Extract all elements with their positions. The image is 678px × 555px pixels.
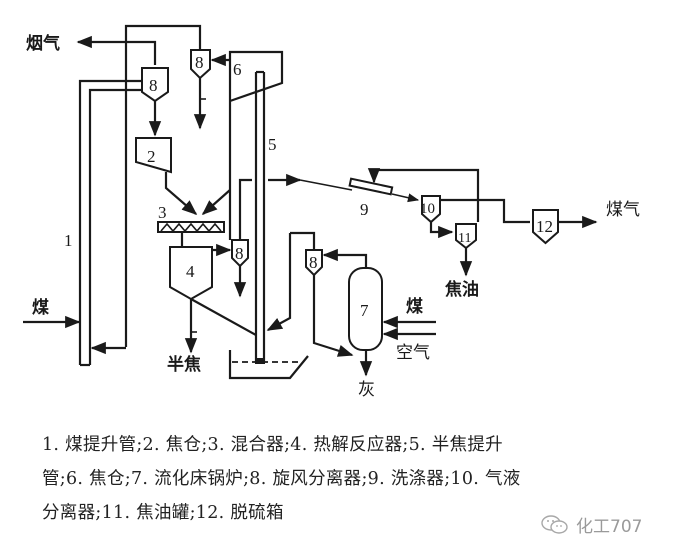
label-num-8c: 8 — [235, 244, 244, 263]
separator-to-desulfurizer-line — [440, 198, 530, 224]
cyclone-to-boiler-bottom-line — [312, 275, 354, 357]
cyclone-8-reactor — [231, 239, 249, 268]
gas-liquid-separator-10 — [421, 195, 441, 224]
label-num-2: 2 — [147, 147, 156, 166]
desulfurizer-12 — [532, 209, 559, 245]
cyclone-8-top-mid — [190, 49, 211, 80]
label-num-1: 1 — [64, 231, 73, 250]
recycle-loop-line — [367, 168, 480, 222]
label-num-4: 4 — [186, 262, 195, 281]
coke-bin-2 — [135, 137, 172, 174]
boiler-cyclone-top-line — [290, 231, 316, 250]
scrubber-to-separator-line — [391, 193, 420, 203]
label-num-6: 6 — [233, 60, 242, 79]
label-num-8a: 8 — [149, 76, 158, 95]
bin6-to-mixer-line — [201, 189, 231, 216]
cyclone-8-top-left — [141, 67, 169, 103]
tar-tank-11 — [455, 223, 477, 250]
label-semi-coke: 半焦 — [167, 354, 201, 375]
label-num-7: 7 — [360, 301, 369, 320]
label-air: 空气 — [396, 343, 430, 363]
coal-riser-1 — [78, 79, 142, 367]
label-coal-left: 煤 — [32, 297, 49, 318]
legend-line: 分离器;11. 焦油罐;12. 脱硫箱 — [42, 503, 284, 523]
boiler-to-cyclone-line — [322, 248, 368, 262]
wechat-icon — [541, 514, 568, 534]
semi-coke-riser-5 — [254, 70, 266, 362]
legend-line: 管;6. 焦仓;7. 流化床锅炉;8. 旋风分离器;9. 洗涤器;10. 气液 — [42, 469, 521, 489]
process-flow-diagram: 烟气 1 煤 8 2 8 6 5 — [23, 24, 640, 400]
label-num-9: 9 — [360, 200, 369, 219]
bottom-trough — [228, 350, 309, 380]
flue-gas-line — [76, 35, 157, 65]
label-num-12: 12 — [536, 217, 553, 236]
mixer-3 — [157, 221, 225, 233]
cyclone-8-boiler — [305, 249, 323, 277]
label-flue-gas: 烟气 — [26, 33, 60, 54]
scrubber-9 — [348, 177, 394, 196]
top-connector-line — [124, 24, 202, 347]
cyclone-reactor-up-line — [238, 178, 252, 240]
label-num-3: 3 — [158, 203, 167, 222]
label-num-8d: 8 — [309, 253, 318, 272]
reactor-to-riser5-line — [190, 298, 257, 336]
label-tar: 焦油 — [444, 279, 479, 300]
watermark: 化工707 — [540, 512, 642, 537]
label-num-11: 11 — [458, 231, 471, 246]
label-num-8b: 8 — [195, 53, 204, 72]
label-coal-gas: 煤气 — [606, 200, 640, 220]
separator-to-tank-line — [429, 222, 454, 239]
boiler-cyclone-return-line — [266, 233, 292, 331]
bin2-to-mixer-line — [164, 172, 198, 216]
label-num-10: 10 — [420, 201, 435, 217]
watermark-text: 化工707 — [576, 517, 643, 537]
label-num-5: 5 — [268, 135, 277, 154]
label-ash: 灰 — [358, 380, 375, 400]
legend-line: 1. 煤提升管;2. 焦仓;3. 混合器;4. 热解反应器;5. 半焦提升 — [42, 435, 503, 455]
legend-caption: 1. 煤提升管;2. 焦仓;3. 混合器;4. 热解反应器;5. 半焦提升 管;… — [42, 428, 662, 530]
pyrolysis-reactor-4 — [169, 246, 213, 301]
label-coal-boiler: 煤 — [406, 296, 423, 317]
